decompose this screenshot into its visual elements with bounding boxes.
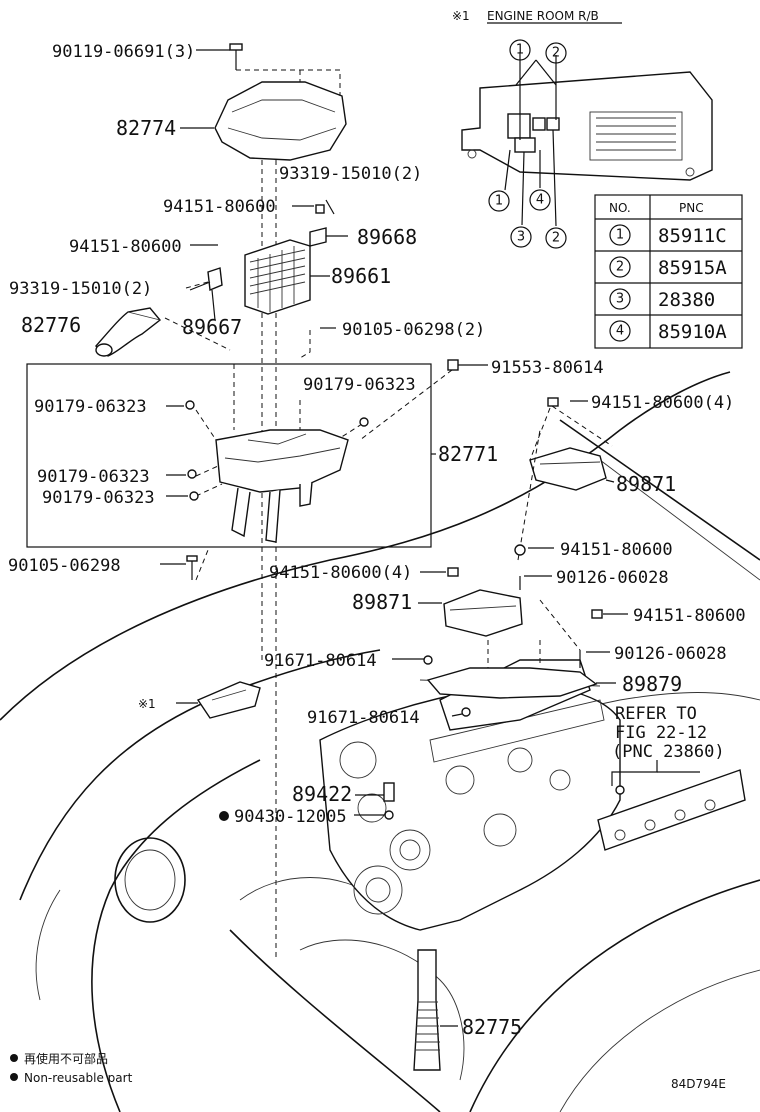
part-label: 93319-15010(2) [279, 164, 422, 184]
part-label: 82776 [21, 313, 81, 337]
legend-text-en: Non-reusable part [24, 1071, 133, 1085]
part-label: 82771 [438, 442, 498, 466]
bolt-90105-06298 [186, 549, 209, 581]
callout-circle [545, 42, 567, 64]
table-header-no: NO. [609, 201, 631, 215]
table-row: 1 85911C [609, 224, 727, 247]
part-label: 90126-06028 [614, 644, 727, 664]
legend-dot [10, 1054, 18, 1062]
table-cell-no: 1 [616, 228, 624, 243]
part-label: 90430-12005 [234, 807, 347, 827]
callout-number: 1 [495, 194, 503, 209]
callout-circle [545, 227, 567, 249]
ecu-89661 [189, 204, 327, 321]
part-label: 89879 [622, 672, 682, 696]
vehicle-body [0, 371, 760, 1112]
part-label: 89871 [352, 590, 412, 614]
part-label: 89667 [182, 315, 242, 339]
table-cell-no: 3 [616, 292, 624, 307]
callout-number: 4 [536, 193, 544, 208]
relay-block-header: ※1 ENGINE ROOM R/B [452, 9, 622, 24]
bolt-91553-80614 [447, 359, 488, 371]
reference-note-line: REFER TO [615, 704, 697, 724]
part-label: 94151-80600 [163, 197, 276, 217]
table-cell-pnc: 85915A [658, 257, 727, 279]
part-label: 90105-06298(2) [342, 320, 485, 340]
header-title: ENGINE ROOM R/B [487, 9, 599, 23]
table-cell-pnc: 28380 [658, 289, 715, 311]
part-label: 82774 [116, 116, 176, 140]
part-label: 94151-80600(4) [591, 393, 734, 413]
table-row: 2 85915A [609, 256, 727, 279]
dashed-leaders-mid [164, 281, 453, 441]
ecu-cover-82774 [214, 43, 347, 161]
callout-circle [509, 39, 531, 61]
bracket-box-82771 [26, 363, 436, 548]
part-label: 94151-80600 [69, 237, 182, 257]
legend: 再使用不可部品 Non-reusable part [10, 1051, 133, 1085]
callout-number: 1 [516, 43, 524, 58]
callout-circle [529, 189, 551, 211]
part-label: 91671-80614 [264, 651, 377, 671]
dashed-leaders-top [236, 69, 341, 960]
part-label: 89871 [616, 472, 676, 496]
part-label: 90179-06323 [42, 488, 155, 508]
part-labels: 90119-06691(3) 82774 93319-15010(2) 9415… [8, 42, 746, 1039]
part-label: 90119-06691(3) [52, 42, 195, 62]
reference-note-line: FIG 22-12 [615, 723, 707, 743]
bracket-89879 [423, 640, 598, 717]
part-label: 94151-80600 [560, 540, 673, 560]
air-duct-82776 [95, 307, 162, 357]
table-cell-pnc: 85911C [658, 225, 727, 247]
table-cell-no: 4 [616, 324, 624, 339]
callout-number: 2 [552, 46, 560, 61]
part-label: 91671-80614 [307, 708, 420, 728]
callout-circle [510, 226, 532, 248]
part-label: ※1 [138, 697, 156, 711]
part-label: 90126-06028 [556, 568, 669, 588]
part-label: 90105-06298 [8, 556, 121, 576]
part-label: 93319-15010(2) [9, 279, 152, 299]
part-label: 89661 [331, 264, 391, 288]
duct-82775 [413, 949, 458, 1071]
ecu-89871-upper [517, 397, 615, 561]
reference-note-line: (PNC 23860) [612, 742, 725, 762]
callout-circle [488, 190, 510, 212]
engine-room-relay-block [461, 52, 713, 227]
relay-callouts: 1 2 1 4 3 2 [488, 39, 567, 249]
sensor-89422 [355, 782, 395, 820]
part-label: 89668 [357, 225, 417, 249]
table-row: 3 28380 [609, 288, 715, 311]
part-label: 94151-80600 [633, 606, 746, 626]
part-label: 82775 [462, 1015, 522, 1039]
part-label: 90179-06323 [37, 467, 150, 487]
non-reusable-dot [219, 811, 229, 821]
part-label: 89422 [292, 782, 352, 806]
part-label: 91553-80614 [491, 358, 604, 378]
leader-lines [160, 49, 628, 816]
table-row: 4 85910A [609, 320, 727, 343]
callout-number: 2 [552, 231, 560, 246]
legend-text-ja: 再使用不可部品 [24, 1051, 108, 1066]
table-cell-pnc: 85910A [658, 321, 727, 343]
callout-number: 3 [517, 230, 525, 245]
figure-code: 84D794E [671, 1077, 726, 1091]
ecu-89871-lower [443, 544, 603, 668]
legend-dot [10, 1073, 18, 1081]
table-cell-no: 2 [616, 260, 624, 275]
header-mark: ※1 [452, 9, 470, 23]
part-label: 90179-06323 [303, 375, 416, 395]
pnc-table: NO. PNC 1 85911C 2 85915A 3 28380 4 8591… [594, 194, 743, 349]
part-label: 94151-80600(4) [269, 563, 412, 583]
part-label: 90179-06323 [34, 397, 147, 417]
relay-block-small [176, 681, 261, 719]
table-header-pnc: PNC [679, 201, 704, 215]
